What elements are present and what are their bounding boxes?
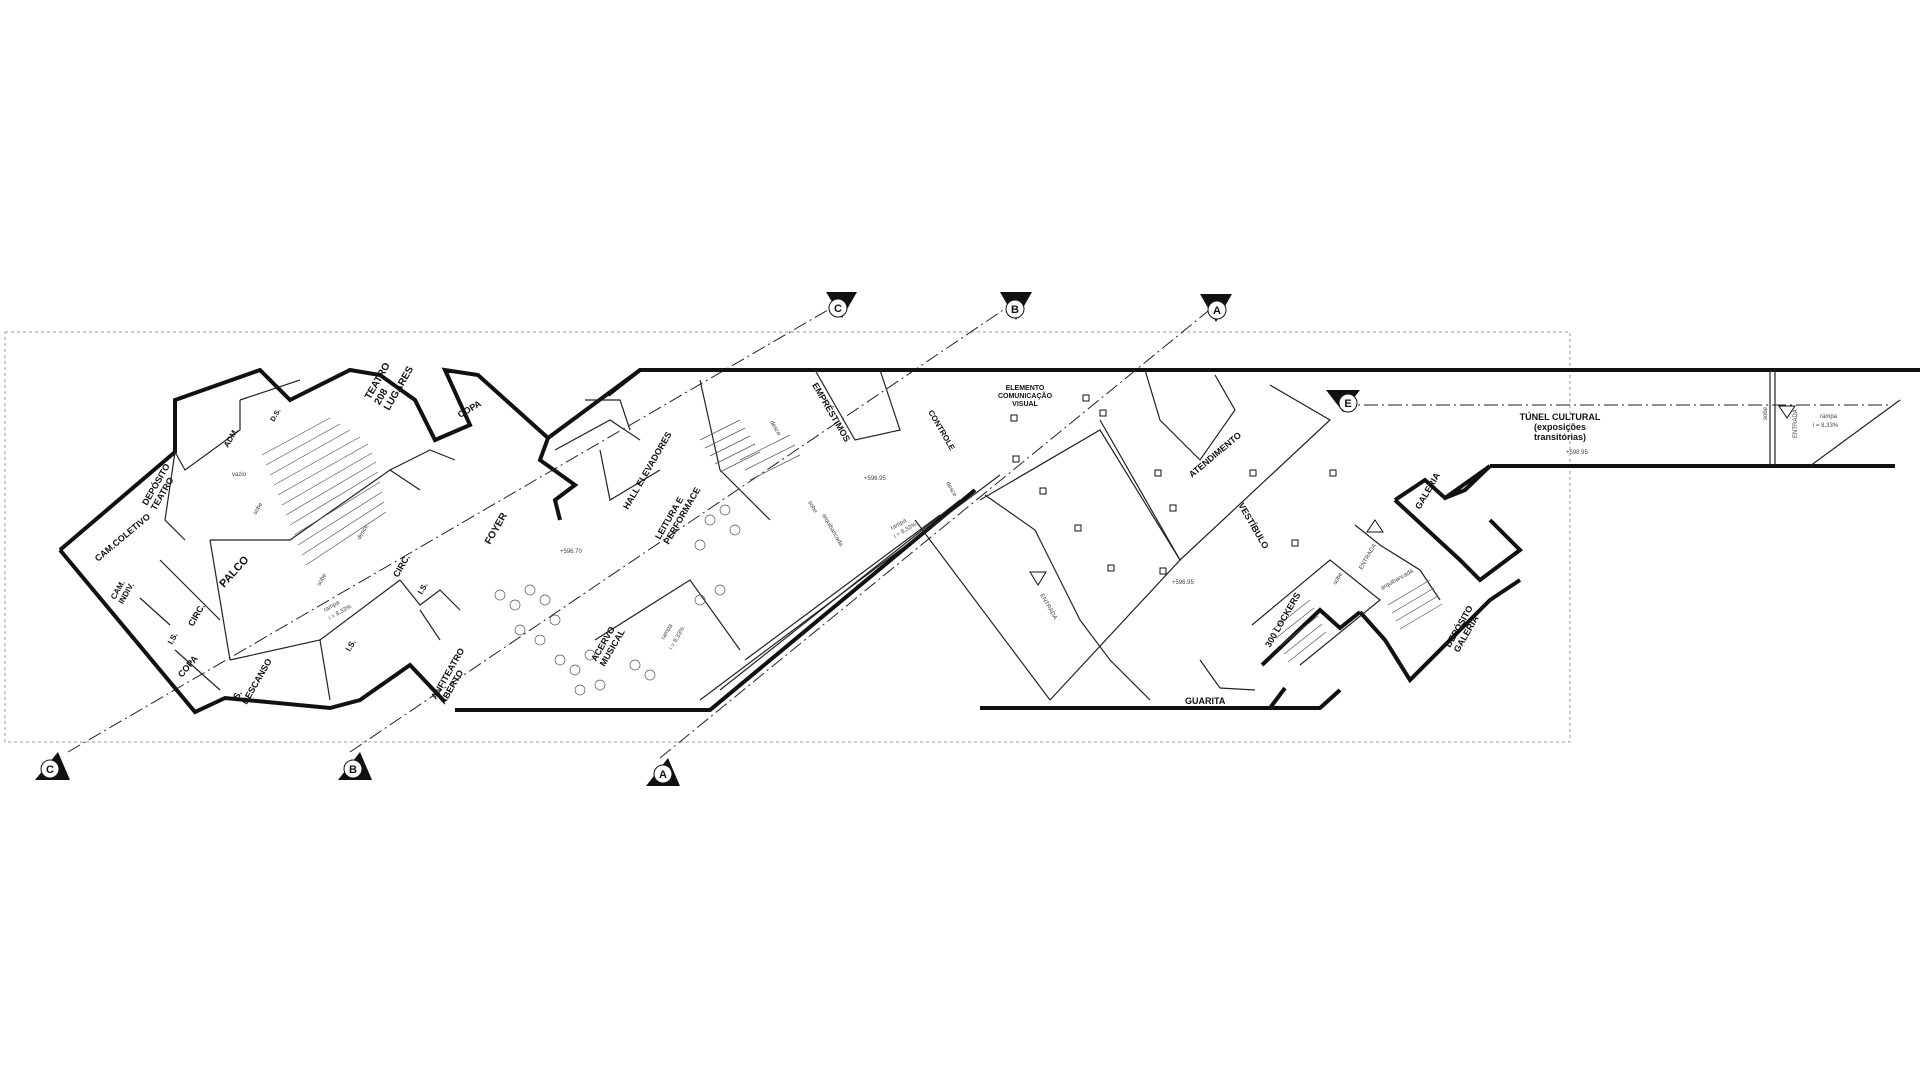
marker-label: E [1344, 398, 1351, 410]
note-entrada-lockers: ENTRADA [1359, 543, 1379, 571]
foyer-tables [494, 504, 741, 696]
section-marker-b-bottom: B [338, 752, 372, 780]
label-copa-bottom: COPA [176, 653, 200, 679]
section-marker-c-bottom: C [35, 752, 70, 780]
entrance-markers [1029, 405, 1796, 586]
note-level-foyer: +596.70 [560, 549, 583, 555]
note-arquibancada-lockers: arquibancada [1380, 568, 1415, 592]
marker-label: C [46, 764, 54, 776]
note-rampa-tunel: rampa [1820, 414, 1838, 420]
label-circ-right: CIRC. [391, 553, 412, 579]
label-foyer: FOYER [483, 510, 510, 546]
label-adm: ADM. [222, 427, 240, 449]
note-rampa-acervo: rampa [661, 623, 675, 641]
label-controle: CONTROLE [926, 409, 957, 453]
label-vestibulo: VESTÍBULO [1236, 501, 1270, 551]
label-circ-left: CIRC. [186, 602, 207, 628]
marker-label: A [1213, 305, 1221, 317]
note-level-leitura: +596.95 [864, 476, 887, 482]
note-level-tunel: +598.95 [1566, 450, 1589, 456]
label-palco: PALCO [217, 554, 251, 590]
room-labels: TEATRO208LUGARES DEPÓSITOTEATRO ADM. D.S… [93, 361, 1601, 706]
section-marker-b-top: B [1000, 292, 1032, 320]
marker-label: B [349, 764, 357, 776]
note-desce-foyer: desce [357, 524, 371, 541]
marker-label: A [659, 769, 667, 781]
note-rampa-pct-tunel: i = 8,33% [1813, 423, 1839, 429]
note-sobe-lockers: sobe [1333, 571, 1345, 586]
theatre-seating [261, 417, 387, 566]
site-boundary [4, 331, 1571, 743]
note-desce-controle: desce [944, 481, 958, 498]
label-cam-indiv: CAM.INDIV. [109, 577, 136, 606]
label-s-descanso: S.DESCANSO [231, 652, 274, 706]
label-anfiteatro: ANFITEATROABERTO [429, 646, 475, 706]
building-walls [58, 367, 1920, 715]
label-hall-elevadores: HALL ELEVADORES [621, 430, 674, 511]
label-acervo: ACERVOMUSICAL [589, 622, 627, 668]
label-cam-coletivo: CAM.COLETIVO [93, 512, 152, 564]
label-emprestimos: EMPRÉSTIMOS [810, 381, 852, 444]
note-arquibancada-leitura: arquibancada [820, 513, 844, 548]
section-marker-c-top: C [826, 292, 857, 318]
note-entrada-tunel: ENTRADA [1793, 409, 1799, 438]
note-sobe-foyer: sobe [317, 572, 329, 587]
section-marker-e: E [1326, 390, 1360, 413]
label-ds: D.S. [270, 408, 283, 423]
label-is-right: I.S. [416, 581, 430, 596]
section-marker-a-top: A [1200, 294, 1232, 322]
stairs [699, 419, 1443, 663]
note-level-vestibulo: +596.95 [1172, 580, 1195, 586]
columns [1010, 394, 1337, 575]
section-marker-a-bottom: A [646, 758, 680, 786]
label-deposito-teatro: DEPÓSITOTEATRO [139, 461, 180, 512]
marker-label: B [1011, 304, 1019, 316]
label-is-left: I.S. [166, 631, 180, 646]
annotations: +596.70 +596.95 +596.95 +598.95 sobe des… [232, 406, 1839, 651]
note-sobe-tunel: sobe [1763, 406, 1769, 420]
label-is-mid: I.S. [344, 638, 358, 653]
note-entrada-main: ENTRADA [1038, 593, 1058, 621]
label-leitura: LEITURA EPERFORMACE [653, 481, 702, 546]
label-guarita: GUARITA [1185, 696, 1226, 706]
section-lines [67, 299, 1890, 759]
marker-label: C [834, 303, 842, 315]
note-desce-leitura: desce [768, 420, 782, 437]
note-vazio: vazio [232, 472, 247, 478]
interior-partitions [139, 369, 1901, 701]
note-sobe-theatre: sobe [253, 501, 265, 516]
note-sobe-leitura: sobe [806, 500, 818, 515]
